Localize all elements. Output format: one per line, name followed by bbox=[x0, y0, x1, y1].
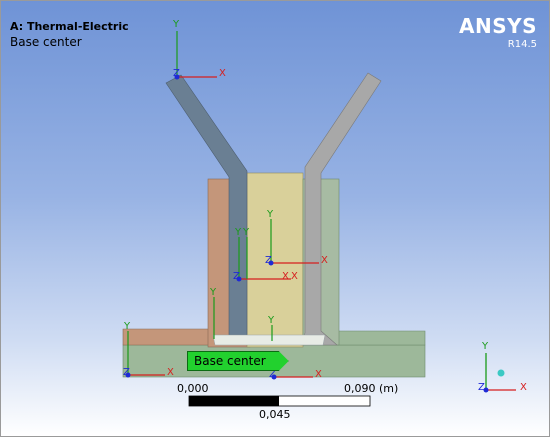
axis-label-y: Y bbox=[210, 287, 217, 298]
yellow-block[interactable] bbox=[246, 172, 304, 348]
axis-label-x: X bbox=[167, 367, 174, 378]
ansys-logo: ANSYS bbox=[458, 14, 537, 38]
coordinate-triad-center bbox=[236, 219, 319, 282]
left-foot-part[interactable] bbox=[122, 328, 212, 346]
scale-bar bbox=[188, 395, 371, 407]
scale-mid-label: 0,045 bbox=[259, 408, 291, 421]
global-axis-label-z: Z bbox=[478, 382, 485, 393]
base-gap bbox=[212, 334, 326, 346]
coordinate-triad-top bbox=[174, 31, 217, 80]
analysis-title: A: Thermal-Electric bbox=[10, 20, 129, 33]
right-grey-leg[interactable] bbox=[300, 72, 382, 346]
axis-label-y: Y bbox=[268, 315, 275, 326]
axis-label-x: X bbox=[291, 271, 298, 282]
axis-label-z: Z bbox=[123, 367, 130, 378]
left-dark-leg[interactable] bbox=[165, 74, 248, 336]
scale-end-label: 0,090 (m) bbox=[344, 382, 399, 395]
global-axis-triad bbox=[483, 353, 516, 393]
axis-label-x: X bbox=[282, 271, 289, 282]
axis-label-y: Y bbox=[124, 321, 131, 332]
global-axis-label-y: Y bbox=[482, 341, 489, 352]
axis-label-z: Z bbox=[173, 68, 180, 79]
scale-start-label: 0,000 bbox=[177, 382, 209, 395]
right-foot-part[interactable] bbox=[336, 330, 426, 346]
axis-label-y: Y bbox=[173, 19, 180, 30]
axis-label-y: Y bbox=[235, 227, 242, 238]
axis-label-y: Y bbox=[267, 209, 274, 220]
base-center-annotation[interactable]: Base center bbox=[187, 351, 289, 371]
axis-label-x: X bbox=[315, 369, 322, 380]
global-axis-label-x: X bbox=[520, 382, 527, 393]
axis-label-z: Z bbox=[269, 369, 276, 380]
axis-label-x: X bbox=[321, 255, 328, 266]
coordinate-triad-base bbox=[125, 297, 313, 380]
version-label: R14.5 bbox=[507, 39, 537, 50]
axis-label-x: X bbox=[219, 68, 226, 79]
axis-label-z: Z bbox=[265, 255, 272, 266]
axis-label-y: Y bbox=[243, 227, 250, 238]
analysis-subtitle: Base center bbox=[10, 35, 82, 49]
axis-label-z: Z bbox=[233, 271, 240, 282]
